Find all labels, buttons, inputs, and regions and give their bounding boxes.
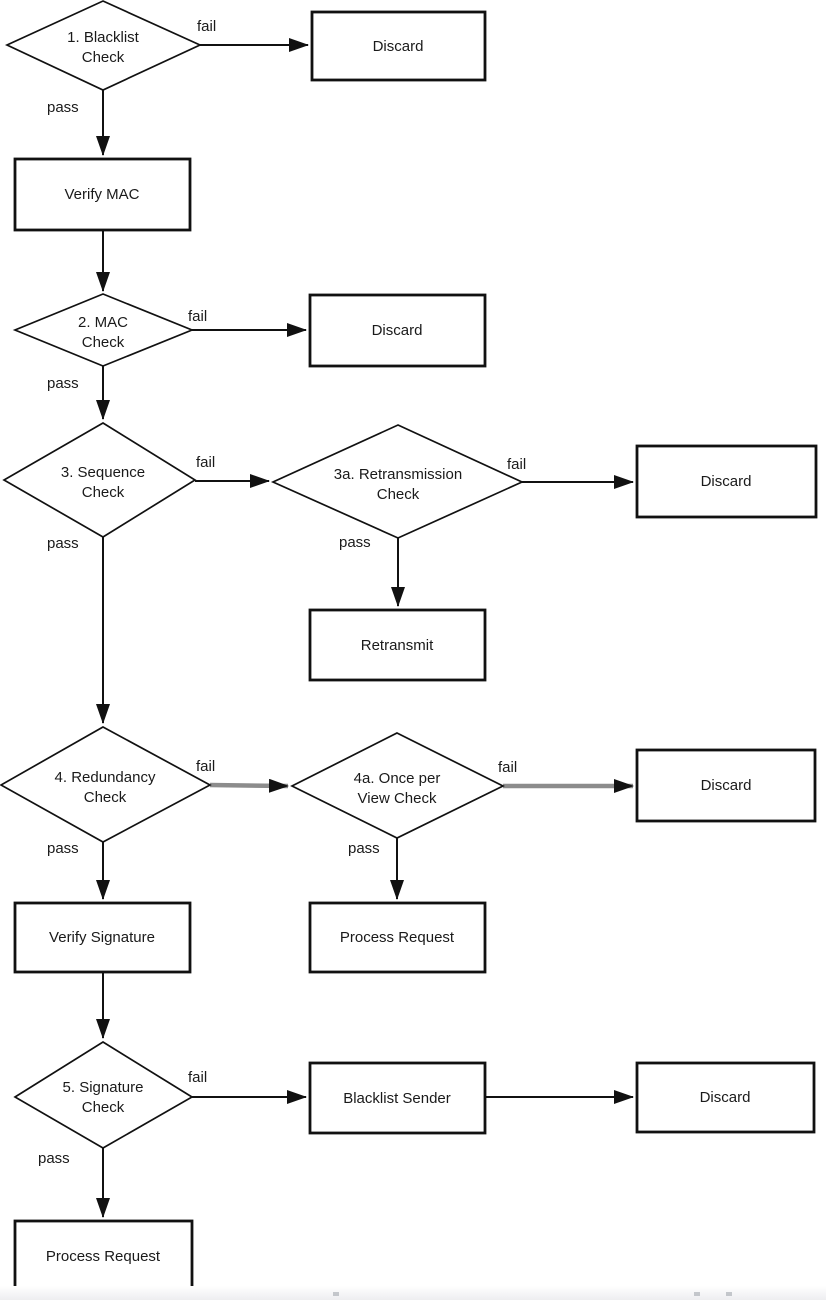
cutoff-text-speck — [726, 1292, 732, 1296]
label-line: Check — [84, 789, 127, 806]
process-discard-4 — [635, 748, 817, 823]
process-retransmit-label: Retransmit — [361, 637, 434, 654]
decision-mac-check — [12, 293, 195, 367]
label-line: 2. MAC — [78, 314, 128, 331]
edge-label-pass-3: pass — [47, 535, 79, 552]
process-blacklist-sender-label: Blacklist Sender — [343, 1090, 451, 1107]
label-line: 4a. Once per — [354, 770, 441, 787]
label-line: 3. Sequence — [61, 464, 145, 481]
decision-redundancy-check — [0, 726, 212, 843]
process-discard-3-label: Discard — [701, 473, 752, 490]
edge-label-pass-5: pass — [38, 1150, 70, 1167]
decision-mac-check-label: 2. MAC Check — [78, 314, 128, 351]
label-line: Check — [82, 334, 125, 351]
edge-label-fail-3: fail — [196, 454, 215, 471]
edge-label-fail-4a: fail — [498, 759, 517, 776]
process-request-mid-label: Process Request — [340, 929, 455, 946]
edge-label-fail-4: fail — [196, 758, 215, 775]
label-line: 1. Blacklist — [67, 29, 140, 46]
decision-once-per-view-check — [290, 732, 505, 839]
edge-label-fail-2: fail — [188, 308, 207, 325]
process-retransmit — [308, 608, 487, 682]
label-line: 5. Signature — [63, 1079, 144, 1096]
label-line: Check — [82, 1099, 125, 1116]
process-discard-2 — [308, 293, 487, 368]
edge-label-fail-1: fail — [197, 18, 216, 35]
label-line: View Check — [358, 790, 437, 807]
label-line: Check — [82, 484, 125, 501]
process-request-mid — [308, 901, 487, 974]
decision-signature-check — [13, 1040, 194, 1149]
process-request-bottom-label: Process Request — [46, 1248, 161, 1265]
edge-label-fail-5: fail — [188, 1069, 207, 1086]
edge-label-pass-1: pass — [47, 99, 79, 116]
decision-retransmission-check — [270, 424, 525, 539]
label-line: Check — [82, 49, 125, 66]
cutoff-text-speck — [694, 1292, 700, 1296]
label-line: 4. Redundancy — [55, 769, 156, 786]
decision-blacklist-check — [4, 0, 203, 91]
process-verify-mac — [13, 157, 192, 232]
decision-sequence-check — [2, 422, 197, 538]
process-discard-1-label: Discard — [373, 38, 424, 55]
process-verify-signature-label: Verify Signature — [49, 929, 155, 946]
process-verify-signature — [13, 901, 192, 974]
process-verify-mac-label: Verify MAC — [64, 186, 139, 203]
process-discard-4-label: Discard — [701, 777, 752, 794]
edge-label-pass-3a: pass — [339, 534, 371, 551]
process-discard-5 — [635, 1061, 816, 1134]
label-line: Check — [377, 486, 420, 503]
process-discard-2-label: Discard — [372, 322, 423, 339]
process-blacklist-sender — [308, 1061, 487, 1135]
process-request-bottom — [13, 1219, 194, 1293]
label-line: 3a. Retransmission — [334, 466, 462, 483]
cutoff-text-speck — [333, 1292, 339, 1296]
edge-label-pass-4a: pass — [348, 840, 380, 857]
process-discard-1 — [310, 10, 487, 82]
edge-label-pass-4: pass — [47, 840, 79, 857]
process-discard-5-label: Discard — [700, 1089, 751, 1106]
bottom-page-fade — [0, 1286, 826, 1300]
edge-label-pass-2: pass — [47, 375, 79, 392]
edge-redundancy-fail-arrow — [209, 778, 289, 793]
edge-label-fail-3a: fail — [507, 456, 526, 473]
process-discard-3 — [635, 444, 818, 519]
